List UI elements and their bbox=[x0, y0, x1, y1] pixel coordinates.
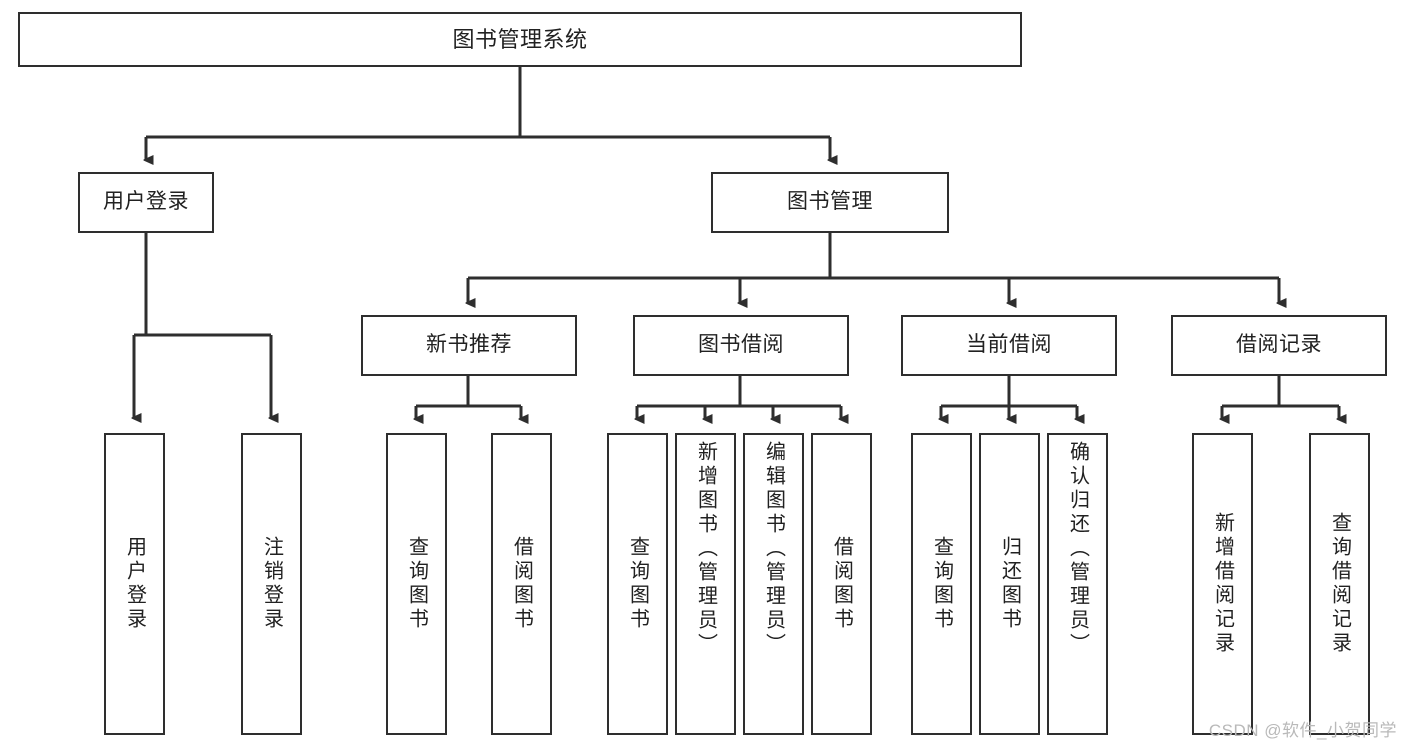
node-leaf-query-book-1-label: 查询图书 bbox=[405, 536, 428, 632]
node-leaf-add-book-label: 新增图书（管理员） bbox=[694, 441, 717, 657]
node-leaf-borrow-book-2-label: 借阅图书 bbox=[830, 536, 853, 632]
node-leaf-confirm-return-label: 确认归还（管理员） bbox=[1066, 441, 1089, 657]
node-current-borrow-label: 当前借阅 bbox=[966, 333, 1052, 357]
node-leaf-edit-book[interactable]: 编辑图书（管理员） bbox=[743, 433, 804, 735]
node-borrow-record[interactable]: 借阅记录 bbox=[1171, 315, 1387, 376]
node-leaf-user-logout-label: 注销登录 bbox=[260, 536, 283, 632]
node-leaf-return-book-label: 归还图书 bbox=[998, 536, 1021, 632]
node-leaf-confirm-return[interactable]: 确认归还（管理员） bbox=[1047, 433, 1108, 735]
node-leaf-edit-book-label: 编辑图书（管理员） bbox=[762, 441, 785, 657]
node-root[interactable]: 图书管理系统 bbox=[18, 12, 1022, 67]
node-leaf-query-record-label: 查询借阅记录 bbox=[1328, 512, 1351, 656]
node-leaf-query-record[interactable]: 查询借阅记录 bbox=[1309, 433, 1370, 735]
node-leaf-user-login[interactable]: 用户登录 bbox=[104, 433, 165, 735]
node-book-management-label: 图书管理 bbox=[787, 190, 873, 214]
node-book-borrow-label: 图书借阅 bbox=[698, 333, 784, 357]
node-leaf-return-book[interactable]: 归还图书 bbox=[979, 433, 1040, 735]
node-user-login-label: 用户登录 bbox=[103, 190, 189, 214]
node-new-book-recommend-label: 新书推荐 bbox=[426, 333, 512, 357]
node-user-login[interactable]: 用户登录 bbox=[78, 172, 214, 233]
node-leaf-user-logout[interactable]: 注销登录 bbox=[241, 433, 302, 735]
node-leaf-add-record-label: 新增借阅记录 bbox=[1211, 512, 1234, 656]
node-leaf-user-login-label: 用户登录 bbox=[123, 536, 146, 632]
node-leaf-query-book-2-label: 查询图书 bbox=[626, 536, 649, 632]
node-leaf-borrow-book-2[interactable]: 借阅图书 bbox=[811, 433, 872, 735]
node-book-borrow[interactable]: 图书借阅 bbox=[633, 315, 849, 376]
node-leaf-query-book-2[interactable]: 查询图书 bbox=[607, 433, 668, 735]
node-leaf-query-book-3[interactable]: 查询图书 bbox=[911, 433, 972, 735]
node-borrow-record-label: 借阅记录 bbox=[1236, 333, 1322, 357]
node-current-borrow[interactable]: 当前借阅 bbox=[901, 315, 1117, 376]
node-new-book-recommend[interactable]: 新书推荐 bbox=[361, 315, 577, 376]
node-leaf-query-book-3-label: 查询图书 bbox=[930, 536, 953, 632]
node-root-label: 图书管理系统 bbox=[452, 26, 588, 52]
node-leaf-add-book[interactable]: 新增图书（管理员） bbox=[675, 433, 736, 735]
node-leaf-borrow-book-1-label: 借阅图书 bbox=[510, 536, 533, 632]
node-leaf-add-record[interactable]: 新增借阅记录 bbox=[1192, 433, 1253, 735]
node-leaf-borrow-book-1[interactable]: 借阅图书 bbox=[491, 433, 552, 735]
node-leaf-query-book-1[interactable]: 查询图书 bbox=[386, 433, 447, 735]
node-book-management[interactable]: 图书管理 bbox=[711, 172, 949, 233]
watermark: CSDN @软件_小贺同学 bbox=[1208, 721, 1397, 740]
